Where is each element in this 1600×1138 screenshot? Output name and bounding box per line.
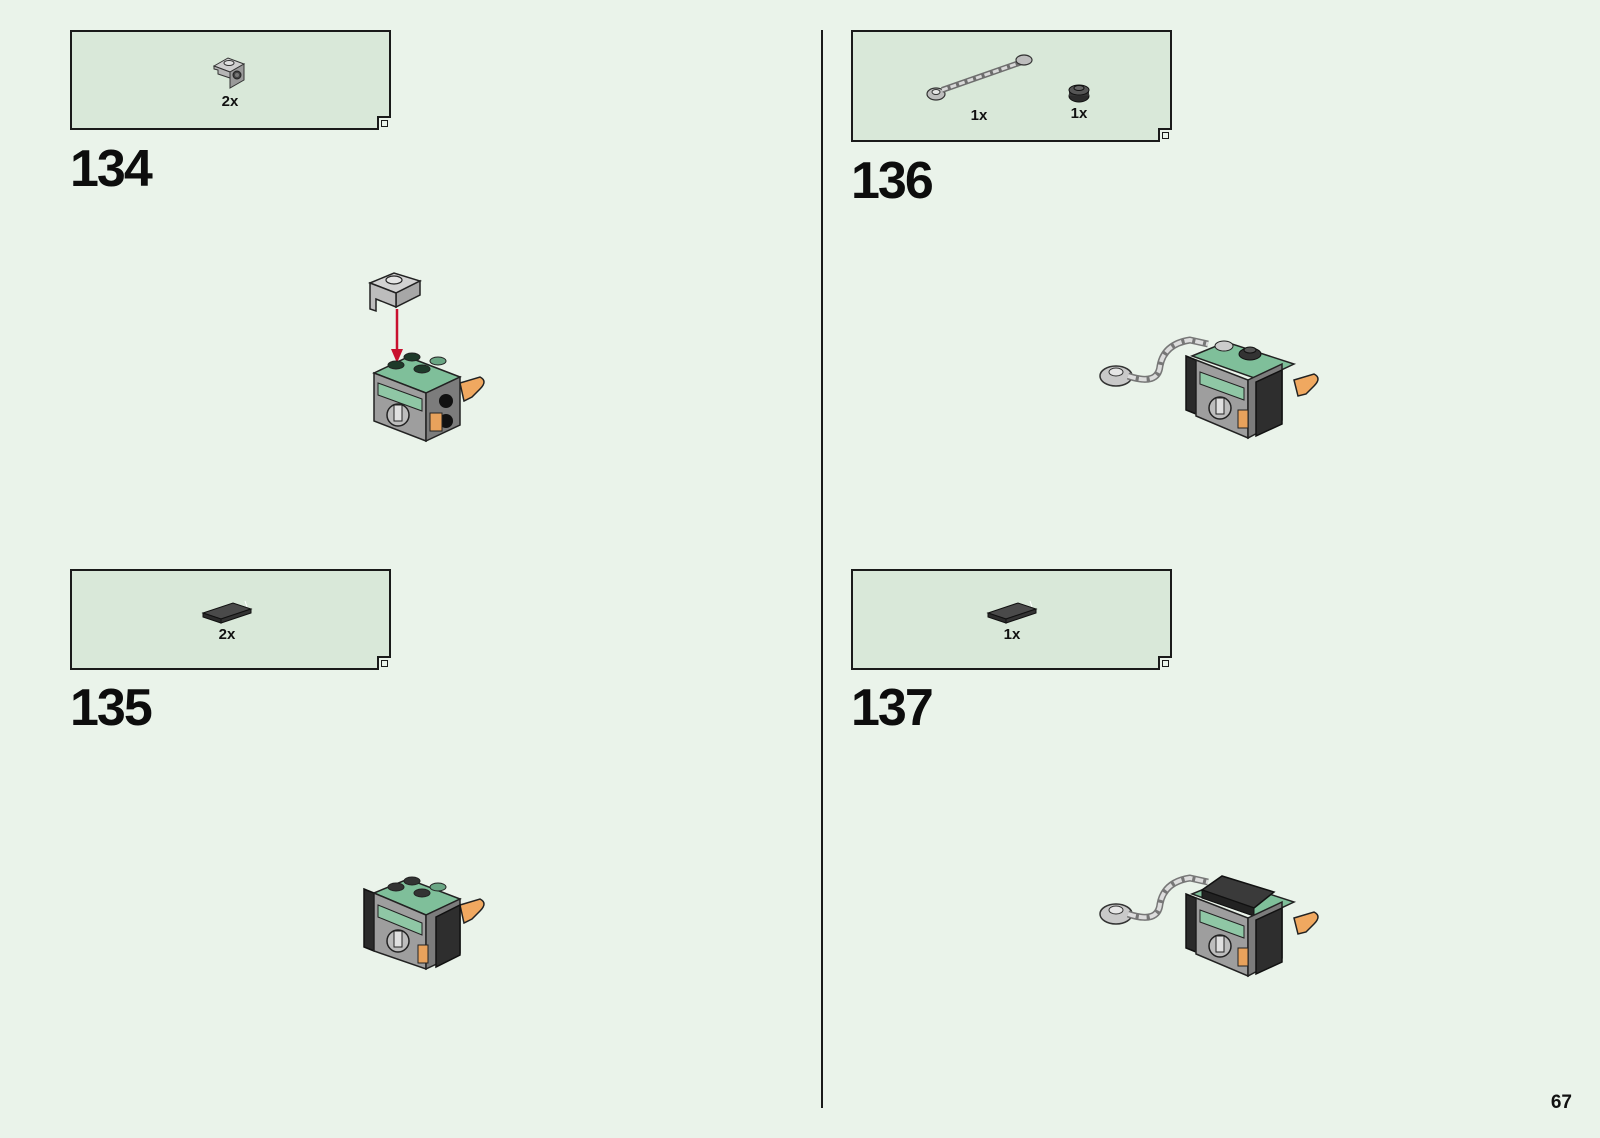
part-quantity: 2x [207, 93, 253, 110]
part-quantity: 1x [985, 626, 1039, 643]
parts-item-round-plate: 1x [1061, 82, 1097, 122]
box-corner-icon [377, 656, 391, 670]
part-quantity: 2x [200, 626, 254, 643]
parts-item-tile: 1x [985, 599, 1039, 643]
box-corner-icon [377, 116, 391, 130]
dark-tile-icon [986, 599, 1038, 625]
model-step-136 [1098, 330, 1328, 455]
part-quantity: 1x [923, 107, 1035, 124]
step-number-136: 136 [851, 155, 932, 207]
parts-box-135: 2x [70, 569, 391, 670]
gray-bracket-icon [210, 54, 250, 92]
parts-box-134: 2x [70, 30, 391, 130]
parts-item-tile: 2x [200, 599, 254, 643]
dark-tile-icon [201, 599, 253, 625]
part-quantity: 1x [1061, 105, 1097, 122]
step-number-134: 134 [70, 143, 151, 195]
model-step-135 [360, 875, 500, 995]
step-number-135: 135 [70, 682, 151, 734]
parts-box-137: 1x [851, 569, 1172, 670]
model-step-137 [1098, 868, 1328, 993]
box-corner-icon [1158, 128, 1172, 142]
page-number: 67 [1551, 1092, 1572, 1114]
parts-item-chain: 1x [923, 50, 1035, 124]
parts-box-136: 1x 1x [851, 30, 1172, 142]
chain-icon [924, 50, 1034, 106]
box-corner-icon [1158, 656, 1172, 670]
model-step-134 [360, 265, 500, 455]
parts-item-bracket: 2x [207, 54, 253, 110]
round-plate-icon [1066, 82, 1092, 104]
step-number-137: 137 [851, 682, 932, 734]
page-divider [821, 30, 823, 1108]
